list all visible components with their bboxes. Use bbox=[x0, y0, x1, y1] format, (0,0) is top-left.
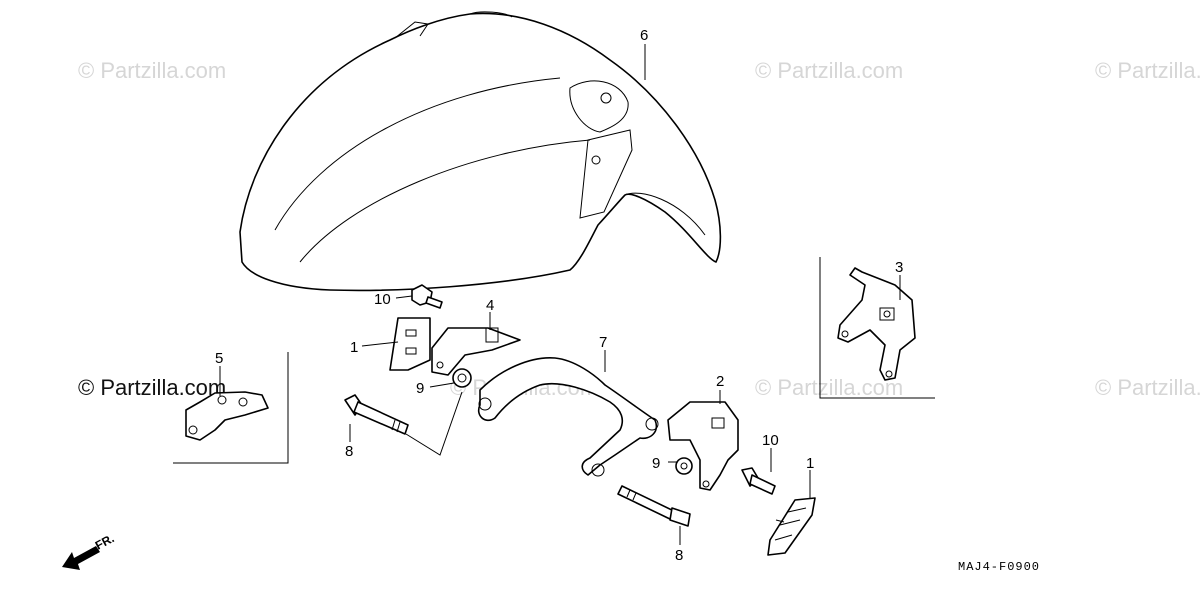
bracket-5[interactable] bbox=[185, 391, 269, 441]
callout-5: 5 bbox=[215, 350, 223, 367]
bracket-3[interactable] bbox=[837, 267, 916, 381]
leader-lines bbox=[219, 44, 901, 545]
callout-4: 4 bbox=[486, 297, 494, 314]
reflector-1-right[interactable] bbox=[767, 497, 816, 556]
callouts: 6 3 5 10 1 4 9 7 8 2 9 10 1 8 bbox=[215, 27, 903, 564]
bolt-10-upper[interactable] bbox=[411, 284, 443, 309]
front-fender[interactable] bbox=[239, 11, 722, 292]
group-box-left bbox=[173, 352, 289, 464]
callout-9-upper: 9 bbox=[416, 380, 424, 397]
bracket-4[interactable] bbox=[431, 327, 521, 376]
nut-9-lower[interactable] bbox=[675, 457, 693, 475]
callout-6: 6 bbox=[640, 27, 648, 44]
nut-9-upper[interactable] bbox=[452, 368, 472, 388]
callout-8-left: 8 bbox=[345, 443, 353, 460]
callout-1-left: 1 bbox=[350, 339, 358, 356]
callout-10-lower: 10 bbox=[762, 432, 779, 449]
watermark: © Partzilla.com bbox=[78, 375, 226, 400]
callout-2: 2 bbox=[716, 373, 724, 390]
watermark: © Partzilla.com bbox=[1095, 58, 1200, 83]
bracket-2[interactable] bbox=[667, 401, 739, 491]
watermark: © Partzilla.com bbox=[1095, 375, 1200, 400]
watermark: © Partzilla.com bbox=[755, 375, 903, 400]
watermark: © Partzilla.com bbox=[78, 58, 226, 83]
callout-7: 7 bbox=[599, 334, 607, 351]
callout-10-upper: 10 bbox=[374, 291, 391, 308]
bolt-8-left[interactable] bbox=[344, 394, 409, 435]
watermark: © Partzilla.com bbox=[755, 58, 903, 83]
callout-9-lower: 9 bbox=[652, 455, 660, 472]
bolt-8-right[interactable] bbox=[617, 485, 691, 527]
callout-1-right: 1 bbox=[806, 455, 814, 472]
plate-1-left[interactable] bbox=[389, 317, 431, 371]
diagram-code: MAJ4-F0900 bbox=[958, 560, 1040, 574]
callout-3: 3 bbox=[895, 259, 903, 276]
bolt-10-lower[interactable] bbox=[741, 467, 776, 495]
front-direction-arrow-icon: FR. bbox=[62, 531, 116, 570]
callout-8-right: 8 bbox=[675, 547, 683, 564]
fender-stay-7[interactable] bbox=[477, 357, 659, 477]
group-box-right bbox=[819, 257, 935, 399]
